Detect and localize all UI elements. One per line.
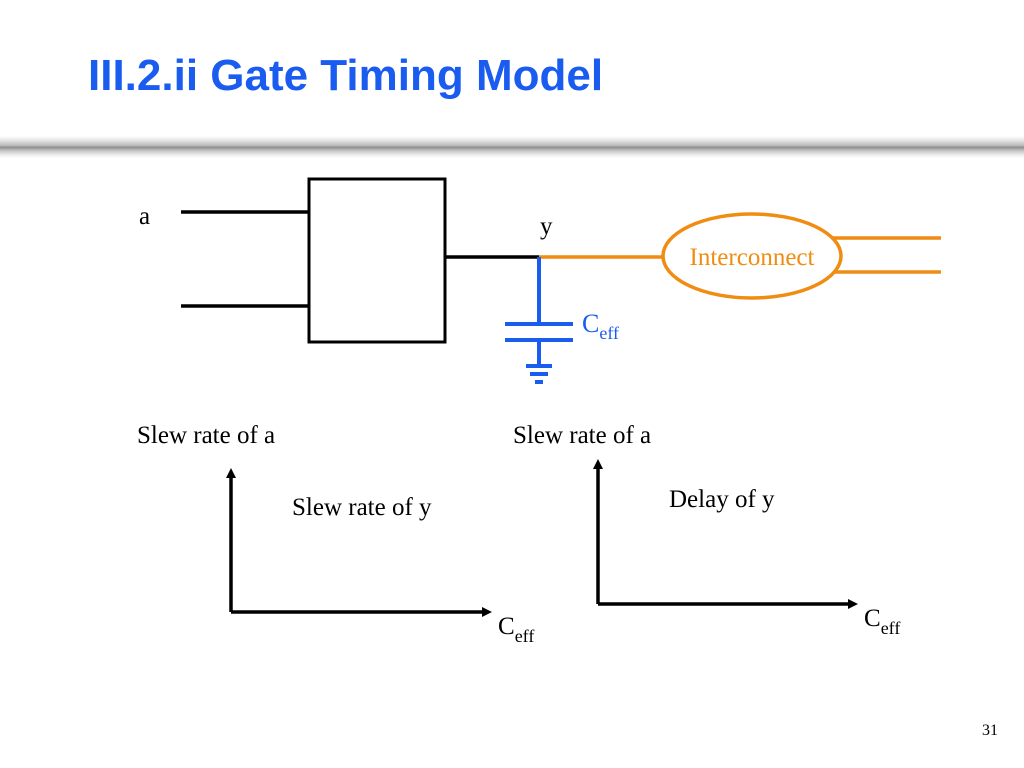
input-label-a: a [139, 203, 150, 230]
interconnect-label: Interconnect [690, 244, 815, 271]
logic-gate-box [307, 177, 447, 344]
plot-right-x-label-sub: eff [881, 618, 901, 638]
capacitor-label-main: C [582, 309, 599, 338]
interconnect-ellipse [661, 212, 843, 300]
gate-circuit: a y [139, 177, 553, 344]
plot-left-x-label: Ceff [498, 613, 534, 646]
plot-left-x-label-main: C [498, 613, 515, 640]
plot-right-x-label: Ceff [864, 605, 900, 638]
plot-right-x-label-main: C [864, 605, 881, 632]
plot-delay: Slew rate of a Delay of y Ceff [513, 422, 900, 638]
output-label-y: y [540, 213, 553, 240]
slide-title: III.2.ii Gate Timing Model [88, 51, 604, 100]
capacitor-label: Ceff [582, 309, 619, 343]
capacitor-label-sub: eff [599, 323, 619, 343]
page-number: 31 [982, 722, 998, 739]
effective-capacitor: Ceff [505, 257, 619, 384]
ground-icon [526, 364, 552, 384]
plot-left-x-label-sub: eff [515, 626, 535, 646]
plot-left-curve-label: Slew rate of y [292, 494, 432, 521]
plot-right-top-label: Slew rate of a [513, 422, 651, 449]
plot-slew-rate: Slew rate of a Slew rate of y Ceff [137, 422, 534, 646]
title-divider [0, 136, 1024, 158]
plot-left-top-label: Slew rate of a [137, 422, 275, 449]
interconnect: Interconnect [539, 212, 941, 300]
plot-right-curve-label: Delay of y [669, 486, 775, 513]
